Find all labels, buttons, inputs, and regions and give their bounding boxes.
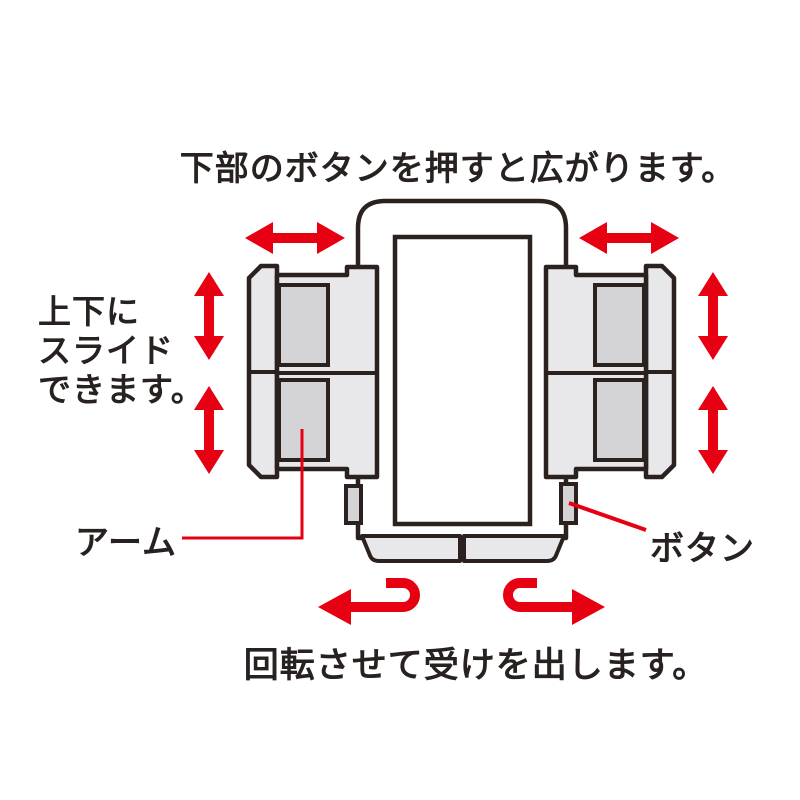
slide-caption-line1: 上下に [38,293,140,330]
release-button-left [344,484,363,525]
bottom-caption: 回転させて受けを出します。 [243,646,709,685]
expand-arrow-right-icon [579,222,679,254]
rotate-arrow-left-icon [318,578,420,625]
left-arm-pad-upper [277,283,330,367]
slide-arrow-left-lower-icon [194,386,224,474]
slide-caption: 上下に スライド できます。 [38,292,205,409]
expand-arrow-left-icon [245,222,345,254]
left-arm-pad-lower [277,378,330,462]
slide-arrow-left-upper-icon [194,272,224,360]
button-leader-line [568,501,647,532]
arm-leader-line [182,429,304,540]
button-label: ボタン [650,530,755,568]
top-caption: 下部のボタンを押すと広がります。 [179,150,737,188]
right-arm-pad-lower [593,378,646,462]
slide-arrow-right-lower-icon [698,386,728,474]
slide-arrow-right-upper-icon [698,272,728,360]
phone-slot [392,234,533,527]
base-foot-right [462,534,566,563]
arm-label: アーム [75,524,177,562]
right-arm-pad-upper [593,283,646,367]
slide-caption-line2: スライド [38,332,174,369]
rotate-arrow-right-icon [503,578,605,625]
base-foot-left [360,534,462,563]
slide-caption-line3: できます。 [38,371,205,408]
